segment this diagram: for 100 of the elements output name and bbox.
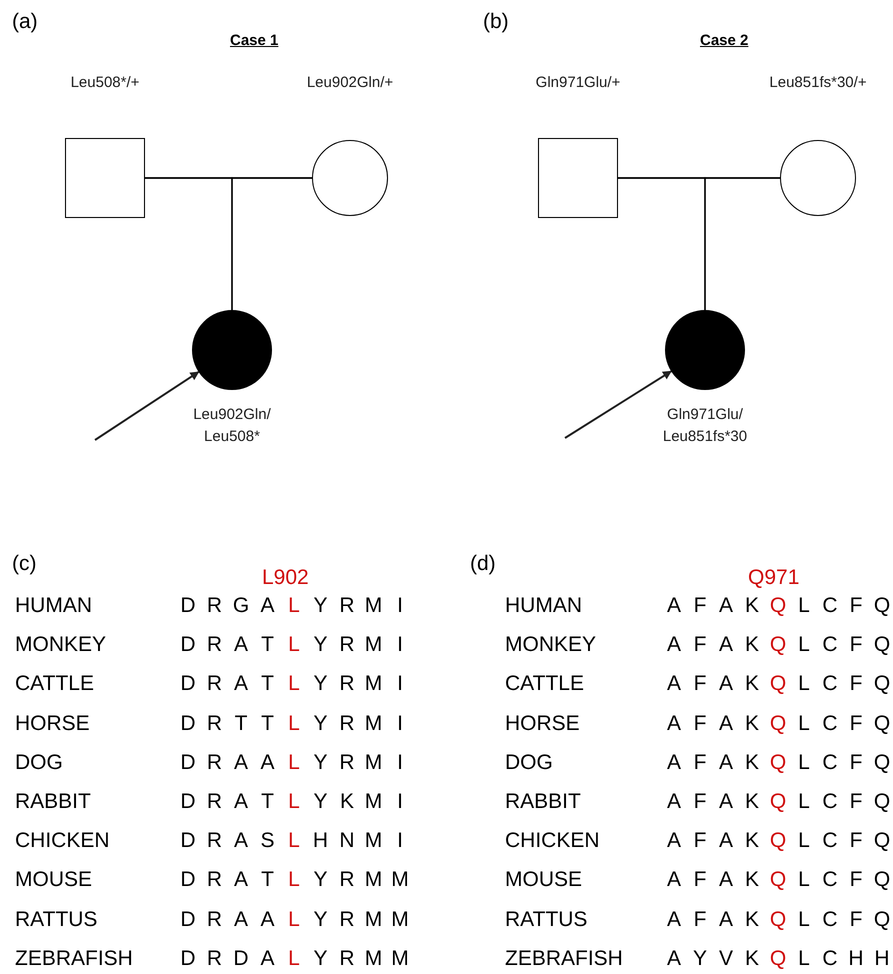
residue-letter: F bbox=[692, 671, 708, 698]
residue-letter: Y bbox=[312, 710, 328, 737]
residue-letter: A bbox=[232, 750, 249, 776]
residue-letter: L bbox=[797, 946, 811, 972]
residue-letter: T bbox=[260, 671, 275, 698]
residue-letter: R bbox=[206, 906, 224, 933]
species-name: MOUSE bbox=[15, 867, 92, 894]
residue-letter: R bbox=[206, 632, 224, 658]
residue-letter: I bbox=[396, 710, 404, 737]
residue-letter: K bbox=[744, 789, 760, 815]
residue-letter: F bbox=[848, 710, 864, 737]
residue-letter: M bbox=[364, 906, 382, 933]
residue-letter: M bbox=[391, 867, 409, 894]
residue-letter: A bbox=[666, 789, 682, 815]
genotype-label: Gln971Glu/+ bbox=[534, 73, 622, 93]
residue-letter: L bbox=[797, 828, 811, 854]
residue-letter: Y bbox=[312, 789, 328, 815]
residue-letter: A bbox=[232, 671, 249, 698]
residue-letter: R bbox=[206, 946, 224, 972]
residue-letter: L bbox=[797, 750, 811, 776]
panel-label: (d) bbox=[470, 551, 496, 577]
species-name: ZEBRAFISH bbox=[15, 946, 133, 972]
residue-letter: L bbox=[797, 710, 811, 737]
residue-letter: M bbox=[364, 671, 382, 698]
residue-letter: A bbox=[718, 789, 734, 815]
residue-letter: Y bbox=[312, 671, 328, 698]
residue-letter: Q bbox=[873, 750, 891, 776]
residue-letter: M bbox=[364, 750, 382, 776]
species-name: MONKEY bbox=[15, 632, 106, 658]
highlighted-residue: Q bbox=[769, 710, 787, 737]
residue-letter: K bbox=[338, 789, 355, 815]
residue-letter: C bbox=[821, 867, 839, 894]
residue-letter: F bbox=[692, 906, 708, 933]
genotype-label: Leu902Gln/+ bbox=[306, 73, 394, 93]
species-name: DOG bbox=[15, 750, 63, 776]
species-name: CATTLE bbox=[505, 671, 584, 698]
residue-letter: F bbox=[848, 671, 864, 698]
residue-letter: K bbox=[744, 671, 760, 698]
residue-letter: L bbox=[797, 632, 811, 658]
residue-letter: C bbox=[821, 906, 839, 933]
species-name: CHICKEN bbox=[15, 828, 110, 854]
residue-letter: I bbox=[396, 593, 404, 619]
residue-letter: D bbox=[179, 671, 197, 698]
residue-letter: R bbox=[206, 789, 224, 815]
residue-letter: T bbox=[260, 789, 275, 815]
species-name: RATTUS bbox=[505, 906, 588, 933]
residue-letter: C bbox=[821, 946, 839, 972]
residue-letter: M bbox=[364, 593, 382, 619]
residue-letter: A bbox=[666, 946, 682, 972]
residue-letter: L bbox=[797, 789, 811, 815]
species-name: CATTLE bbox=[15, 671, 94, 698]
residue-letter: L bbox=[797, 867, 811, 894]
highlighted-residue: Q bbox=[769, 593, 787, 619]
residue-letter: R bbox=[338, 750, 356, 776]
residue-letter: Y bbox=[692, 946, 708, 972]
residue-letter: K bbox=[744, 593, 760, 619]
residue-letter: M bbox=[364, 946, 382, 972]
residue-letter: Q bbox=[873, 671, 891, 698]
residue-letter: Q bbox=[873, 906, 891, 933]
residue-letter: A bbox=[232, 828, 249, 854]
residue-letter: M bbox=[364, 710, 382, 737]
residue-letter: S bbox=[259, 828, 276, 854]
residue-letter: A bbox=[666, 750, 682, 776]
highlighted-residue: L bbox=[287, 789, 301, 815]
residue-letter: A bbox=[259, 946, 276, 972]
panel-label: (b) bbox=[483, 9, 509, 35]
residue-letter: Y bbox=[312, 750, 328, 776]
residue-letter: F bbox=[848, 593, 864, 619]
residue-letter: R bbox=[206, 750, 224, 776]
residue-letter: L bbox=[797, 593, 811, 619]
residue-letter: D bbox=[179, 828, 197, 854]
residue-letter: A bbox=[718, 906, 734, 933]
highlighted-residue: L bbox=[287, 632, 301, 658]
species-name: HUMAN bbox=[505, 593, 582, 619]
genotype-label: Leu851fs*30/+ bbox=[768, 73, 868, 93]
residue-letter: R bbox=[206, 593, 224, 619]
residue-letter: Y bbox=[312, 593, 328, 619]
species-name: RATTUS bbox=[15, 906, 98, 933]
residue-letter: D bbox=[179, 750, 197, 776]
residue-letter: A bbox=[718, 867, 734, 894]
male-square bbox=[538, 138, 618, 218]
residue-letter: M bbox=[391, 946, 409, 972]
species-name: MONKEY bbox=[505, 632, 596, 658]
residue-letter: D bbox=[179, 710, 197, 737]
residue-letter: G bbox=[232, 593, 250, 619]
residue-letter: Q bbox=[873, 632, 891, 658]
genotype-label: Leu508*/+ bbox=[70, 73, 140, 93]
highlighted-residue: Q bbox=[769, 946, 787, 972]
residue-letter: A bbox=[666, 710, 682, 737]
highlighted-residue: L bbox=[287, 750, 301, 776]
residue-letter: D bbox=[179, 906, 197, 933]
residue-letter: A bbox=[718, 750, 734, 776]
residue-letter: K bbox=[744, 750, 760, 776]
case-title: Case 1 bbox=[230, 31, 278, 51]
site-label: Q971 bbox=[748, 565, 800, 591]
residue-letter: C bbox=[821, 593, 839, 619]
residue-letter: I bbox=[396, 632, 404, 658]
highlighted-residue: L bbox=[287, 710, 301, 737]
residue-letter: H bbox=[847, 946, 865, 972]
residue-letter: F bbox=[692, 632, 708, 658]
